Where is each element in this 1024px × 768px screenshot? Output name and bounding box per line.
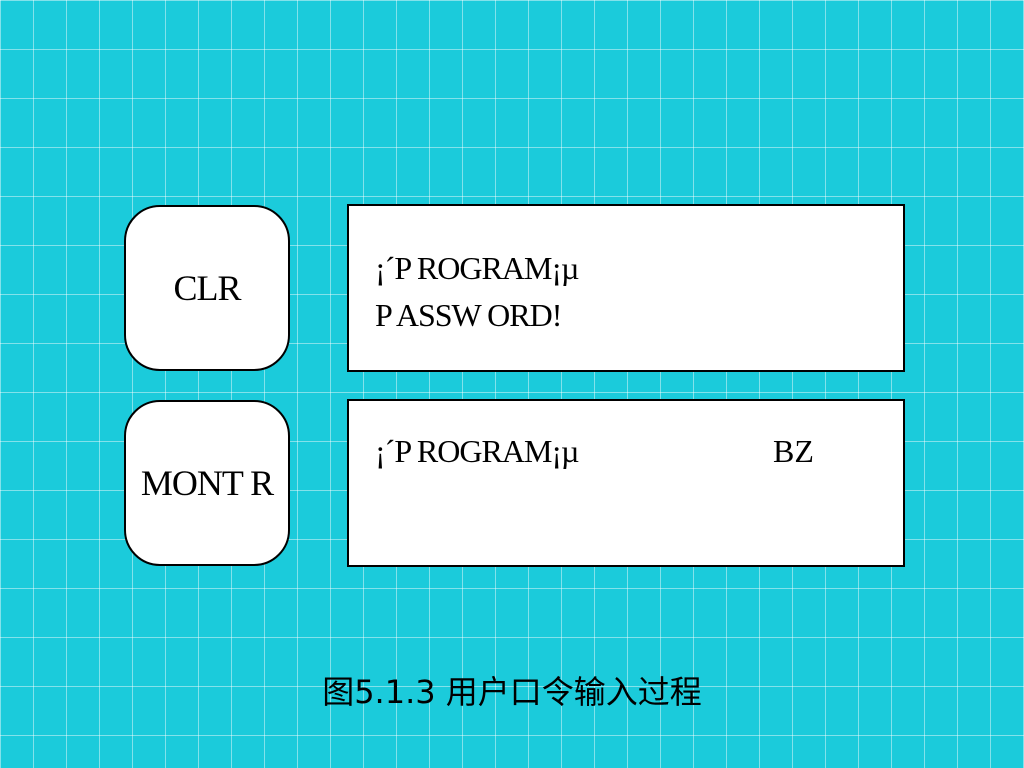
- display-screen-password-prompt: ¡´P ROGRAM¡µ P ASSW ORD!: [347, 204, 905, 372]
- screen-program-label: ¡´P ROGRAM¡µ: [375, 433, 579, 469]
- clr-key-label: CLR: [173, 268, 241, 308]
- screen-status-code: BZ: [773, 433, 814, 469]
- screen-program-label: ¡´P ROGRAM¡µ: [375, 250, 579, 286]
- clr-key: CLR: [124, 205, 290, 371]
- figure-caption: 图5.1.3 用户口令输入过程: [322, 673, 702, 711]
- montr-key: MONT R: [124, 400, 290, 566]
- screen-password-prompt: P ASSW ORD!: [375, 297, 562, 333]
- display-screen-program-mode: ¡´P ROGRAM¡µ BZ: [347, 399, 905, 567]
- montr-key-label: MONT R: [140, 463, 274, 503]
